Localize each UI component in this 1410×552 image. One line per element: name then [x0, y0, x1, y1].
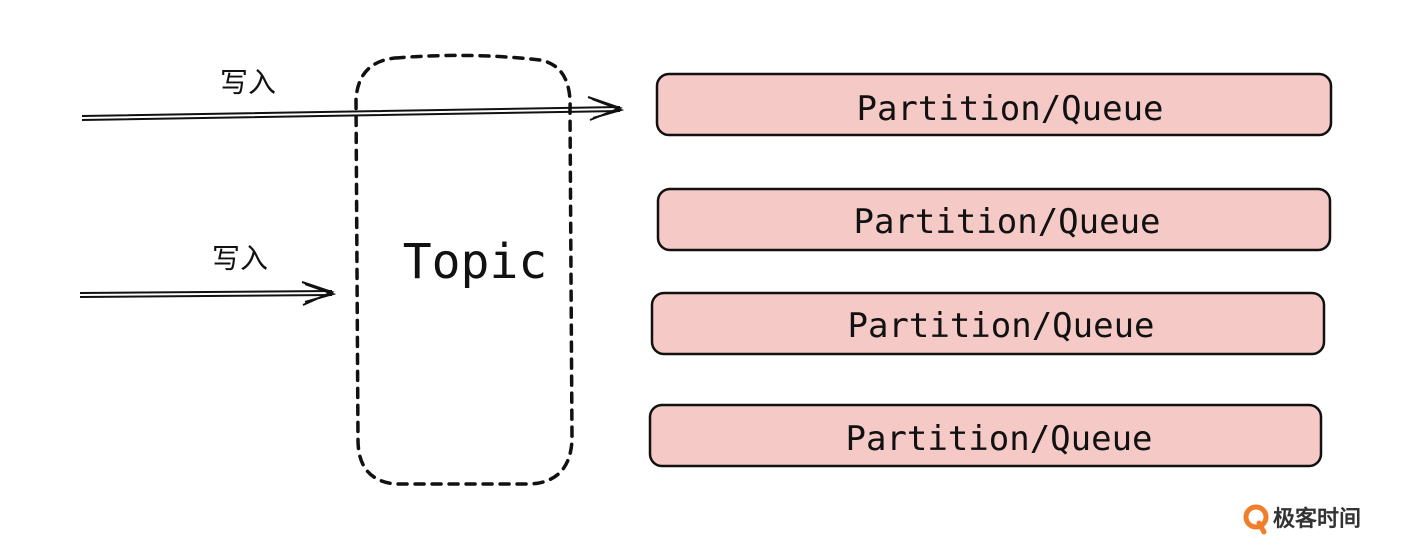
write-arrow-1-shaft: [81, 106, 621, 121]
topic-box: Topic: [354, 53, 574, 486]
partition-2-box: [656, 187, 1332, 252]
topic-outline: [354, 53, 574, 486]
partition-2-label: Partition/Queue: [853, 202, 1160, 242]
write-arrow-1: 写入: [81, 66, 625, 121]
brand-logo-icon: [1243, 504, 1269, 530]
partition-4-box: [648, 403, 1323, 468]
partition-3: Partition/Queue: [650, 291, 1326, 356]
partition-1: Partition/Queue: [655, 72, 1333, 137]
brand-name: 极客时间: [1273, 506, 1361, 532]
write-arrow-2: 写入: [79, 242, 337, 306]
partition-3-label: Partition/Queue: [847, 306, 1154, 346]
write-arrow-2-head: [301, 281, 337, 306]
brand-logo-tail: [1256, 520, 1267, 535]
brand-watermark: 极客时间: [1243, 504, 1361, 535]
partition-4-label: Partition/Queue: [845, 419, 1152, 459]
partition-1-box: [655, 72, 1333, 137]
topic-label: Topic: [403, 234, 548, 290]
write-arrow-1-head: [587, 96, 625, 121]
partition-3-box: [650, 291, 1326, 356]
partition-1-label: Partition/Queue: [856, 89, 1163, 129]
write-label-1: 写入: [220, 66, 276, 99]
partition-2: Partition/Queue: [656, 187, 1332, 252]
write-label-2: 写入: [212, 242, 268, 275]
write-arrow-2-shaft: [79, 290, 333, 298]
partition-4: Partition/Queue: [648, 403, 1323, 468]
